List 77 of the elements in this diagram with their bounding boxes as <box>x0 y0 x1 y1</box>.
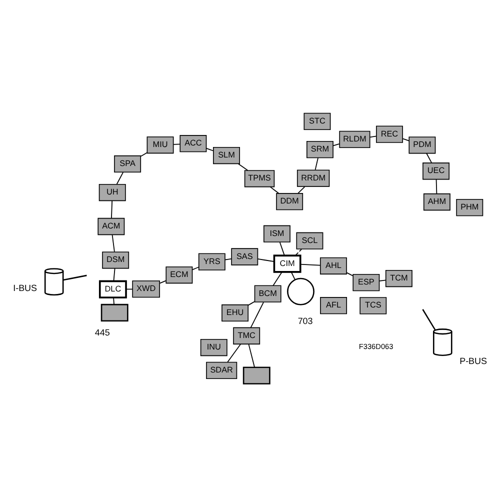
connector <box>238 162 248 170</box>
node-box: ACC <box>180 134 207 152</box>
node-circle <box>287 277 314 305</box>
node-box: PDM <box>408 136 436 154</box>
connector <box>290 271 296 280</box>
connector <box>422 308 436 330</box>
node-box: AHL <box>320 256 347 274</box>
node-label: 445 <box>94 326 110 337</box>
node-box: UH <box>98 183 126 201</box>
connector <box>279 241 285 256</box>
connector <box>206 147 214 151</box>
connector <box>298 186 306 194</box>
connector <box>140 152 148 156</box>
connector <box>111 200 113 218</box>
node-box: AHM <box>423 192 450 210</box>
node-box: DLC <box>98 280 127 298</box>
connector <box>300 263 321 266</box>
node-box: TCM <box>385 269 412 287</box>
connector <box>250 301 264 328</box>
node-box: SPA <box>114 154 142 172</box>
node-box: TMC <box>233 326 260 344</box>
connector <box>159 280 166 284</box>
label: F336D063 <box>358 341 394 350</box>
node-box: DSM <box>102 251 130 268</box>
node-label: 703 <box>298 315 313 326</box>
node-box: UEC <box>422 162 450 180</box>
connector <box>402 138 410 141</box>
node-box: DDM <box>276 192 304 210</box>
node-box <box>242 366 270 384</box>
connector <box>113 296 114 304</box>
node-box: ISM <box>263 224 290 242</box>
connector <box>63 274 87 280</box>
connector <box>113 268 116 282</box>
node-box: SLM <box>213 146 240 164</box>
node-box: EHU <box>222 304 249 322</box>
node-box: AFL <box>320 296 348 314</box>
connector <box>314 157 318 170</box>
node-box: CIM <box>273 254 302 272</box>
connector <box>192 266 200 270</box>
node-label: I-BUS <box>13 282 38 292</box>
node-box: STC <box>304 112 331 130</box>
connector <box>248 343 255 368</box>
node-box: REC <box>376 125 403 142</box>
connector <box>227 343 241 362</box>
node-box: SCL <box>296 232 324 249</box>
connector <box>370 135 377 138</box>
node-box: XWD <box>132 280 160 298</box>
node-box: SRM <box>306 140 334 158</box>
connector <box>257 258 275 262</box>
connector <box>272 271 282 286</box>
connector <box>436 178 438 194</box>
node-box: RLDM <box>339 130 370 148</box>
node-box: RRDM <box>296 169 330 186</box>
node-box: SDAR <box>206 361 238 378</box>
node-box: YRS <box>198 252 226 270</box>
connector <box>224 258 232 260</box>
node-box: TCS <box>360 296 387 314</box>
node-box: ACM <box>98 217 125 235</box>
connector <box>346 272 354 276</box>
node-box: ESP <box>352 273 380 291</box>
node-box: ECM <box>166 266 193 284</box>
node-box: TPMS <box>244 170 275 187</box>
connector <box>270 186 280 194</box>
node-box: SAS <box>231 248 258 265</box>
node-box: INU <box>200 338 228 356</box>
connector <box>173 143 180 144</box>
connector <box>426 152 432 163</box>
connector <box>248 300 255 306</box>
node-label: P-BUS <box>460 356 488 366</box>
node-box: MIU <box>146 136 174 154</box>
node-box: BCM <box>254 284 282 302</box>
node-box <box>100 303 128 322</box>
connector <box>294 248 302 256</box>
connector <box>332 142 340 146</box>
node-box: PHM <box>456 198 484 216</box>
connector <box>116 171 124 184</box>
connector <box>112 234 115 252</box>
